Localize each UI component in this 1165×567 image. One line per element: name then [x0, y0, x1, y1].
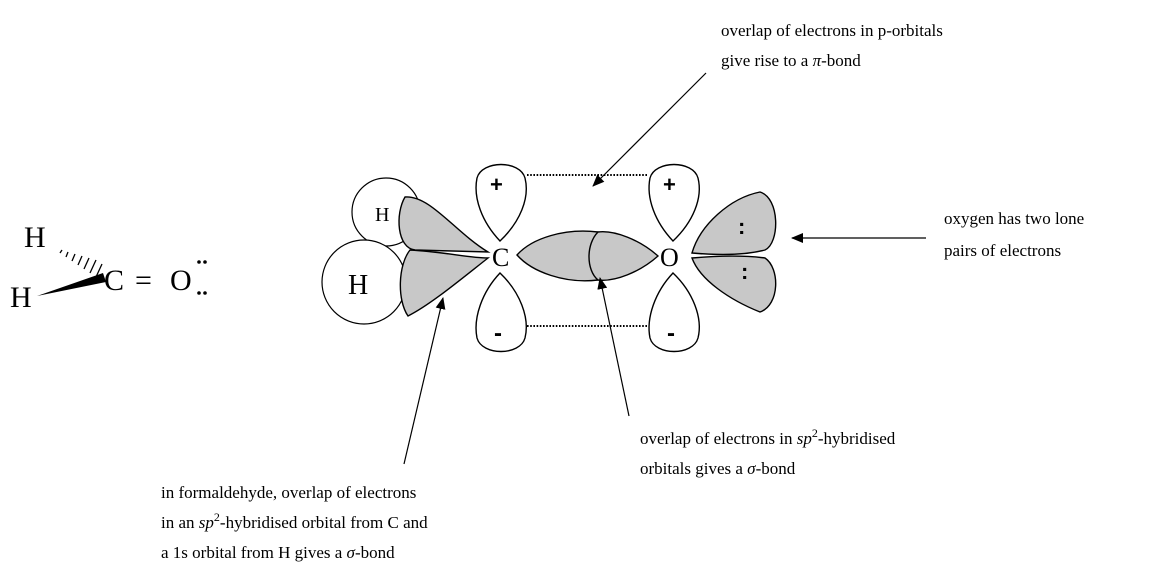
oxygen-p-orbital-upper [648, 163, 700, 242]
carbon-p-orbital-lower [475, 272, 527, 353]
structure-atom-c: C [104, 264, 124, 297]
lone-pair-label-line-1: oxygen has two lone [944, 209, 1084, 228]
structural-formula: H H C = O [10, 221, 207, 314]
oxygen-p-plus-sign: + [663, 172, 676, 197]
sigma-ch-arrow [403, 297, 446, 465]
sigma-co-arrow [597, 277, 630, 417]
carbon-p-plus-sign: + [490, 172, 503, 197]
annotation-arrows [403, 72, 926, 465]
hashed-wedge-bond [59, 249, 103, 278]
lone-pair-dots-upper: : [738, 214, 745, 239]
structure-atom-h-bottom: H [10, 281, 32, 314]
structure-double-bond: = [135, 264, 152, 297]
sigma-ch-label-line-3: a 1s orbital from H gives a σ-bond [161, 543, 395, 562]
oxygen-p-orbital-lower [648, 272, 700, 353]
orbital-oxygen-label: O [660, 243, 679, 272]
solid-wedge-bond [37, 273, 106, 296]
structure-atom-h-top: H [24, 221, 46, 254]
sigma-co-label-line-1: overlap of electrons in sp2-hybridised [640, 426, 896, 448]
orbital-diagram: H H C O : : + + - - [321, 163, 777, 353]
structure-atom-o: O [170, 264, 192, 297]
lone-pair-label-line-2: pairs of electrons [944, 241, 1061, 260]
orbital-h-label-small: H [375, 204, 389, 226]
pi-label-line-2: give rise to a π-bond [721, 51, 861, 70]
carbon-sp2-lobe-lower [399, 249, 491, 317]
carbon-p-minus-sign: - [494, 320, 502, 347]
annotations: overlap of electrons in p-orbitals give … [161, 21, 1084, 562]
sigma-ch-label-line-1: in formaldehyde, overlap of electrons [161, 483, 416, 502]
sigma-co-label-line-2: orbitals gives a σ-bond [640, 459, 796, 478]
oxygen-lone-pair-lobe-lower [691, 255, 777, 313]
orbital-carbon-label: C [492, 243, 509, 272]
oxygen-p-minus-sign: - [667, 320, 675, 347]
structure-lone-pairs [197, 260, 207, 295]
orbital-h-label-large: H [348, 270, 368, 301]
carbon-sp2-lobe-upper [398, 196, 491, 253]
carbon-p-orbital-upper [475, 163, 527, 242]
oxygen-sp2-sigma-lobe [588, 231, 660, 281]
pi-label-line-1: overlap of electrons in p-orbitals [721, 21, 943, 40]
sigma-ch-label-line-2: in an sp2-hybridised orbital from C and [161, 510, 428, 532]
pi-bond-arrow [592, 72, 707, 187]
lone-pair-dots-lower: : [741, 259, 748, 284]
oxygen-lone-pair-lobe-upper [691, 191, 777, 256]
